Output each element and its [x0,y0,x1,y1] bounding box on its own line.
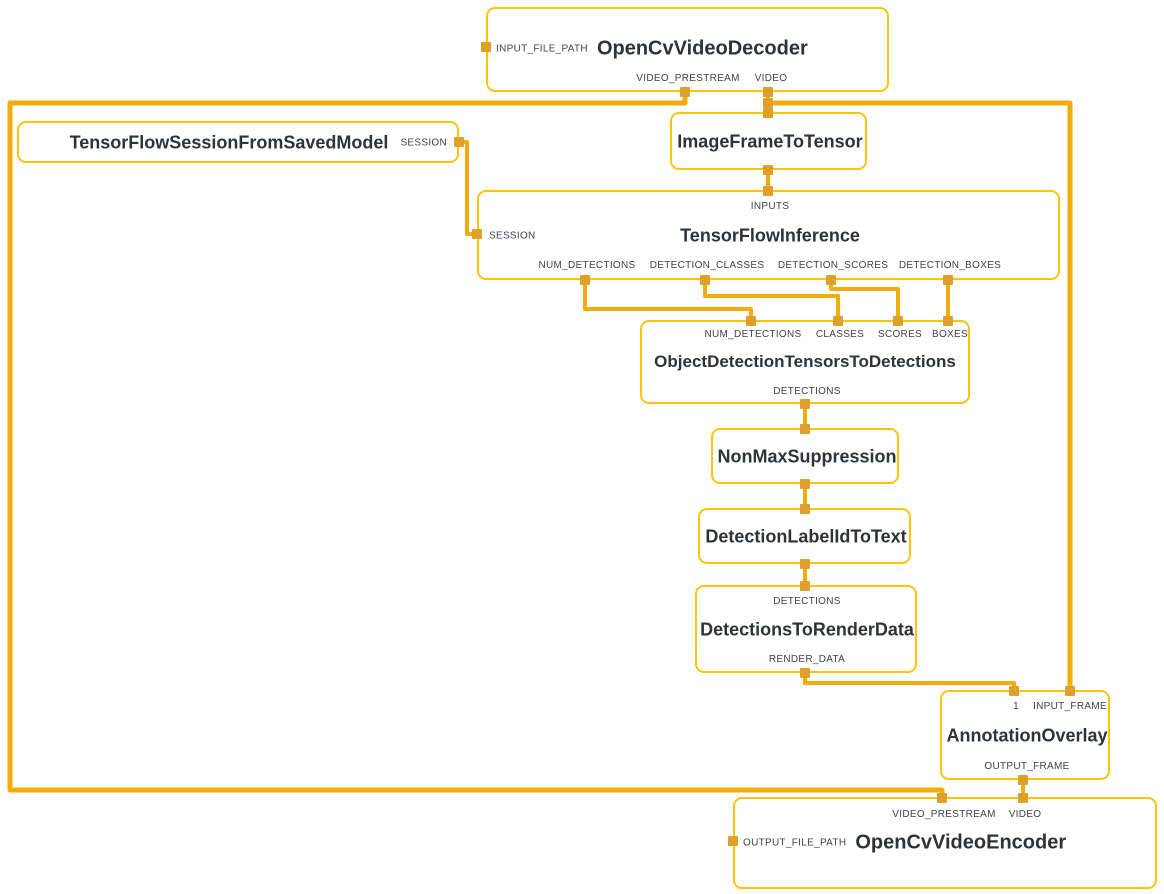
port-in-scores [893,316,903,326]
port-label-session: SESSION [489,230,536,242]
edge-session [458,140,480,236]
node-annotation-overlay[interactable]: 1 INPUT_FRAME AnnotationOverlay OUTPUT_F… [940,690,1110,780]
edge-video-to-overlay [765,100,1073,694]
port-label-detections: DETECTIONS [773,596,841,607]
port-label-output-frame: OUTPUT_FRAME [984,761,1070,772]
port-label-scores: SCORES [877,329,923,340]
node-non-max-suppression[interactable]: NonMaxSuppression [711,428,899,484]
port-out-video [763,87,773,97]
port-in-nms [800,424,810,434]
port-in-render-detections [800,581,810,591]
port-in-session [472,229,482,239]
port-out-num-detections [580,275,590,285]
port-label-video: VIDEO [1008,809,1042,820]
port-label-detection-boxes: DETECTION_BOXES [898,260,1002,271]
port-label-input-frame: INPUT_FRAME [1033,701,1107,712]
port-label-input-file-path: INPUT_FILE_PATH [496,43,588,55]
edge-detection-classes [703,278,840,323]
port-out-detections [800,399,810,409]
port-in-video-prestream [937,793,947,803]
port-out-video-prestream [680,87,690,97]
port-label-boxes: BOXES [932,329,968,340]
port-out-tensor [763,165,773,175]
port-out-detection-classes [700,275,710,285]
port-in-num-detections [746,316,756,326]
node-title: ObjectDetectionTensorsToDetections [654,352,956,371]
port-in-boxes [943,316,953,326]
node-opencv-video-decoder[interactable]: INPUT_FILE_PATH OpenCvVideoDecoder VIDEO… [486,7,889,92]
port-label-video-prestream: VIDEO_PRESTREAM [636,73,740,84]
port-out-session [454,137,464,147]
port-in-labelid [800,504,810,514]
node-title: NonMaxSuppression [717,446,897,467]
node-detection-label-id-to-text[interactable]: DetectionLabelIdToText [698,508,911,564]
port-label-detection-scores: DETECTION_SCORES [777,260,889,271]
port-label-num-detections: NUM_DETECTIONS [538,260,636,271]
port-label-video: VIDEO [754,73,788,84]
port-label-num-detections: NUM_DETECTIONS [704,329,802,340]
port-output-file-path [728,836,738,846]
node-title: DetectionLabelIdToText [705,526,907,547]
port-in-image-frame [763,108,773,118]
node-title: DetectionsToRenderData [700,619,914,640]
node-tensorflow-session-from-saved-model[interactable]: TensorFlowSessionFromSavedModel SESSION [17,121,459,163]
port-out-labelid [800,559,810,569]
node-title: TensorFlowInference [680,225,860,246]
node-title: AnnotationOverlay [946,725,1108,746]
edge-num-detections [583,278,753,323]
port-label-render-data: RENDER_DATA [768,654,846,665]
node-object-detection-tensors-to-detections[interactable]: NUM_DETECTIONS CLASSES SCORES BOXES Obje… [640,320,970,404]
port-label-1: 1 [1013,701,1019,712]
port-in-inputs [763,186,773,196]
port-out-detection-boxes [943,275,953,285]
port-in-classes [833,316,843,326]
node-detections-to-render-data[interactable]: DETECTIONS DetectionsToRenderData RENDER… [695,585,917,673]
port-out-detection-scores [826,275,836,285]
node-title: OpenCvVideoDecoder [596,37,808,60]
port-label-classes: CLASSES [815,329,865,340]
node-title: ImageFrameToTensor [677,131,863,152]
port-label-output-file-path: OUTPUT_FILE_PATH [743,837,847,849]
node-title: TensorFlowSessionFromSavedModel [69,132,389,153]
edge-detection-scores [829,278,900,323]
port-label-detections: DETECTIONS [773,386,841,397]
port-out-output-frame [1018,775,1028,785]
node-tensorflow-inference[interactable]: INPUTS SESSION TensorFlowInference NUM_D… [477,190,1060,280]
port-label-video-prestream: VIDEO_PRESTREAM [892,809,996,820]
port-label-inputs: INPUTS [750,201,790,212]
port-out-nms [800,479,810,489]
port-in-input-frame [1065,686,1075,696]
port-out-render-data [800,668,810,678]
port-in-video [1018,793,1028,803]
edge-render-data [803,672,1016,693]
junction-video-branch [763,98,773,108]
port-label-session: SESSION [400,137,447,149]
port-input-file-path [481,42,491,52]
node-title: OpenCvVideoEncoder [855,831,1067,854]
node-image-frame-to-tensor[interactable]: ImageFrameToTensor [670,112,867,170]
port-label-detection-classes: DETECTION_CLASSES [649,260,765,271]
edge-video-prestream [7,91,945,801]
port-in-1 [1009,686,1019,696]
node-opencv-video-encoder[interactable]: VIDEO_PRESTREAM VIDEO OUTPUT_FILE_PATH O… [733,797,1157,889]
